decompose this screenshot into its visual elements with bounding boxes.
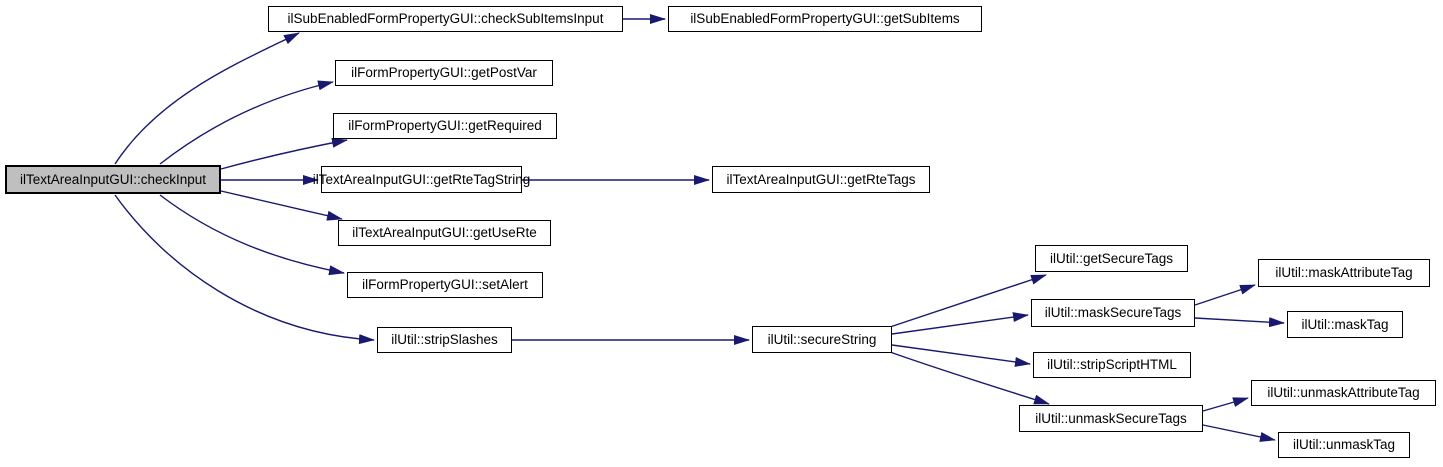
node-unmaskSecureTags[interactable]: ilUtil::unmaskSecureTags bbox=[1019, 405, 1203, 432]
node-getUseRte[interactable]: ilTextAreaInputGUI::getUseRte bbox=[338, 220, 551, 246]
node-getPostVar[interactable]: ilFormPropertyGUI::getPostVar bbox=[335, 60, 553, 86]
edge-secureString-stripScriptHTML bbox=[891, 344, 1031, 367]
node-maskTag[interactable]: ilUtil::maskTag bbox=[1287, 311, 1403, 338]
edge-checkInput-stripSlashes bbox=[114, 194, 375, 345]
node-unmaskAttributeTag[interactable]: ilUtil::unmaskAttributeTag bbox=[1251, 380, 1436, 406]
edge-secureString-getSecureTags bbox=[889, 274, 1047, 328]
node-checkSubItemsInput[interactable]: ilSubEnabledFormPropertyGUI::checkSubIte… bbox=[268, 6, 623, 32]
node-getSubItems[interactable]: ilSubEnabledFormPropertyGUI::getSubItems bbox=[668, 6, 982, 32]
node-setAlert[interactable]: ilFormPropertyGUI::setAlert bbox=[347, 272, 543, 298]
edge-checkInput-getRequired bbox=[220, 137, 348, 170]
node-stripScriptHTML[interactable]: ilUtil::stripScriptHTML bbox=[1033, 352, 1191, 378]
node-unmaskTag[interactable]: ilUtil::unmaskTag bbox=[1278, 432, 1410, 458]
edge-maskSecureTags-maskAttributeTag bbox=[1194, 284, 1256, 306]
edge-secureString-unmaskSecureTags bbox=[889, 351, 1050, 405]
edge-checkInput-setAlert bbox=[159, 194, 345, 276]
edge-checkInput-checkSubItemsInput bbox=[114, 32, 300, 165]
edge-checkInput-getUseRte bbox=[220, 190, 343, 221]
node-maskAttributeTag[interactable]: ilUtil::maskAttributeTag bbox=[1258, 259, 1430, 287]
node-checkInput: ilTextAreaInputGUI::checkInput bbox=[5, 165, 221, 194]
edge-checkInput-getPostVar bbox=[159, 80, 334, 165]
node-getRteTagString[interactable]: ilTextAreaInputGUI::getRteTagString bbox=[313, 166, 530, 193]
node-getRequired[interactable]: ilFormPropertyGUI::getRequired bbox=[333, 113, 557, 139]
edge-unmaskSecureTags-unmaskTag bbox=[1202, 424, 1276, 442]
node-getSecureTags[interactable]: ilUtil::getSecureTags bbox=[1035, 245, 1188, 272]
node-stripSlashes[interactable]: ilUtil::stripSlashes bbox=[377, 327, 512, 353]
node-maskSecureTags[interactable]: ilUtil::maskSecureTags bbox=[1031, 299, 1195, 327]
node-secureString[interactable]: ilUtil::secureString bbox=[752, 326, 892, 353]
edge-unmaskSecureTags-unmaskAttributeTag bbox=[1202, 397, 1249, 412]
edge-maskSecureTags-maskTag bbox=[1194, 317, 1285, 328]
node-getRteTags[interactable]: ilTextAreaInputGUI::getRteTags bbox=[712, 166, 930, 193]
edge-secureString-maskSecureTags bbox=[891, 312, 1029, 335]
